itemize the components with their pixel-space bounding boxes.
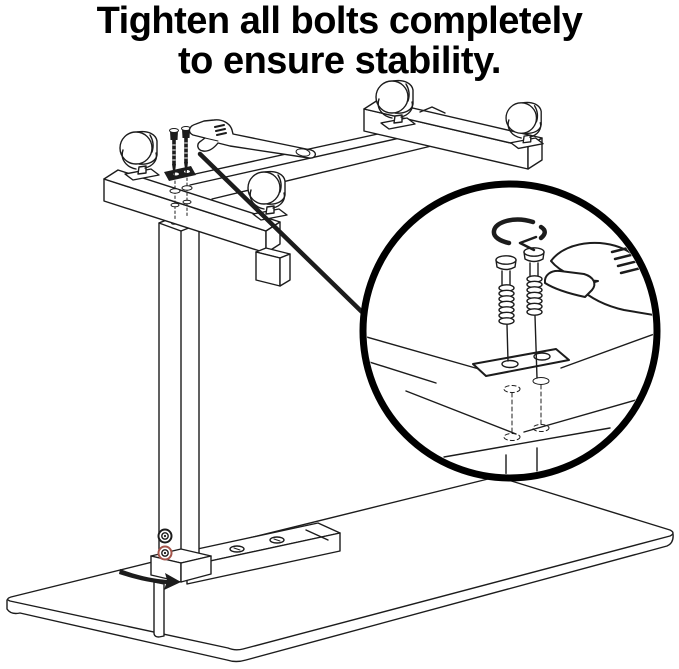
hex-bolt-left	[169, 128, 179, 179]
foot-screw	[269, 536, 285, 544]
title-line-1: Tighten all bolts completely	[96, 0, 583, 42]
near-side-bar	[103, 169, 291, 287]
foot-screw	[229, 545, 245, 553]
adjustable-wrench	[188, 119, 316, 159]
instruction-title: Tighten all bolts completely to ensure s…	[0, 1, 679, 81]
magnified-detail-callout	[359, 180, 661, 482]
caster-wheel-near-right	[247, 170, 288, 221]
column-screw-highlighted	[157, 545, 173, 561]
magnified-bolt-left	[495, 255, 517, 362]
title-line-2: to ensure stability.	[178, 40, 501, 82]
magnified-bolt-right	[523, 247, 545, 379]
location-arrow	[119, 569, 181, 590]
hex-bolt-right	[181, 126, 191, 177]
magnifier-circle	[359, 180, 661, 482]
rotation-arrow	[491, 217, 547, 252]
mounting-plate	[164, 166, 196, 181]
magnified-frame-edges	[367, 332, 653, 474]
support-column	[158, 215, 200, 569]
callout-leader-line	[197, 151, 365, 315]
magnified-alignment-holes	[503, 377, 550, 441]
magnified-wrench	[543, 241, 653, 317]
base-board	[6, 476, 674, 663]
bolt-alignment-guides	[169, 177, 193, 220]
column-screw-upper	[157, 528, 173, 544]
magnified-mounting-plate	[472, 348, 570, 377]
